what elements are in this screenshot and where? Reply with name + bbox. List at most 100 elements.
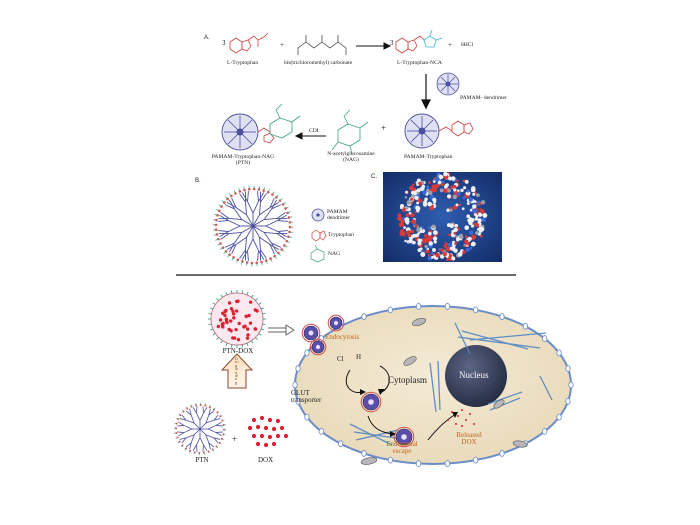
panel-b-branch: [277, 214, 287, 221]
panel-b-tryptophan-dot: [286, 211, 289, 215]
panel-b-nag-mark: [286, 240, 290, 243]
ptn-dox-particle: [208, 290, 266, 348]
panel-b-branch: [245, 237, 247, 251]
released-dox-dot: [457, 415, 459, 417]
atom: [460, 188, 464, 193]
atom: [432, 248, 436, 252]
atom: [456, 238, 460, 242]
atom: [452, 240, 455, 244]
panel-b-nag-mark: [285, 206, 289, 209]
atom: [465, 247, 470, 252]
cdi-label: CDI: [309, 128, 319, 134]
ptn-dox-nag-mark: [212, 333, 216, 336]
atom: [427, 256, 433, 261]
pamam-dendrimer-small: [436, 72, 460, 96]
atom: [448, 256, 453, 261]
panel-b-nag-mark: [241, 261, 243, 265]
ptn-nag-mark: [175, 437, 178, 439]
released-dox-dot: [455, 423, 457, 425]
atom: [436, 172, 440, 176]
panel-b-nag-mark: [227, 254, 230, 258]
membrane-receptor: [304, 413, 310, 421]
ptn-dox-nag-mark: [220, 340, 223, 344]
panel-b-tryptophan-dot: [287, 216, 291, 219]
membrane-receptor: [542, 428, 548, 435]
atom: [420, 251, 426, 257]
panel-b-branch: [241, 192, 248, 202]
membrane-receptor: [415, 303, 422, 310]
panel-b-branch: [252, 214, 260, 227]
panel-b-branch: [277, 231, 287, 238]
ptn-dox-nag-mark: [262, 312, 266, 315]
atom: [417, 248, 422, 253]
panel-b-nag-mark: [216, 209, 220, 212]
ptn-branch: [199, 437, 204, 446]
ptn-branch: [179, 418, 187, 421]
dox-molecule-dot: [236, 337, 241, 342]
pamam-tryptophan-label: PAMAM-Tryptophan: [404, 154, 453, 160]
panel-b-tryptophan-dot: [264, 259, 268, 262]
atom: [416, 201, 420, 205]
atom: [466, 201, 470, 205]
ptn-branch: [205, 415, 210, 424]
ptn-dox-nag-mark: [208, 323, 212, 326]
atom: [457, 251, 463, 257]
dox-molecule-dot: [229, 319, 233, 323]
atom: [429, 205, 434, 211]
panel-b-nag-mark: [218, 204, 222, 207]
atom: [424, 233, 428, 238]
dox-molecule-dot: [247, 425, 253, 431]
atom: [405, 213, 410, 218]
atom: [432, 236, 438, 241]
nanoparticle-core: [401, 434, 407, 440]
atom: [478, 226, 483, 231]
atom: [411, 219, 417, 225]
panel-b-nag-mark: [243, 186, 245, 191]
endocytosis-label: Endocytosis: [325, 333, 360, 341]
ptn-nag-mark: [185, 406, 188, 409]
panel-b-branch: [265, 225, 278, 232]
dox-molecule-dot: [224, 308, 228, 313]
ptn-branch: [203, 444, 208, 451]
membrane-receptor: [565, 398, 571, 405]
atom: [415, 205, 420, 211]
triphosgene-label: bis(trichloromethyl) carbonate: [284, 60, 353, 66]
panel-b-branch: [220, 233, 230, 240]
glut-transporter-label: GLUT transporter: [291, 389, 321, 405]
atom: [454, 223, 459, 228]
ptn-dox-nag-mark: [210, 307, 214, 310]
panel-b-nag-mark: [258, 186, 260, 190]
ptn-dox-nag-mark: [246, 342, 249, 346]
ptn-branch: [208, 425, 217, 430]
panel-b-nag-mark: [278, 252, 281, 256]
atom: [455, 235, 459, 238]
nag-label-line-1: N-acetylglucosamine: [327, 151, 375, 157]
dox-molecule-dot: [275, 418, 281, 424]
l-tryptophan-label: L-Tryptophan: [227, 60, 259, 66]
atom: [452, 184, 457, 189]
proton-label: H: [356, 353, 362, 361]
panel-b-nag-mark: [274, 255, 277, 259]
chloride-label: Cl: [337, 355, 344, 363]
panel-b-branch: [252, 201, 259, 214]
legend-dendrimer-line-1: PAMAM: [327, 209, 348, 215]
panel-b-branch: [219, 214, 229, 221]
ptn-dox-nag-mark: [262, 323, 266, 326]
dox-molecule-dot: [253, 308, 257, 312]
panel-b-branch: [224, 242, 235, 248]
legend-dendrimer-label: PAMAM dendrimer: [327, 209, 350, 222]
panel-b-nag-mark: [231, 257, 234, 261]
atom: [419, 238, 423, 242]
atom: [475, 214, 479, 218]
cytoskeleton: [349, 322, 553, 446]
atom: [397, 213, 402, 218]
dox-molecule-dot: [234, 309, 239, 313]
atom: [424, 198, 427, 202]
ptn-dox-nag-mark: [230, 290, 233, 294]
atom: [465, 190, 471, 196]
panel-b-nag-mark: [246, 262, 248, 266]
atom: [434, 252, 440, 258]
ptn-nag-mark: [219, 442, 222, 445]
plus-sign-bottom: +: [232, 434, 238, 444]
